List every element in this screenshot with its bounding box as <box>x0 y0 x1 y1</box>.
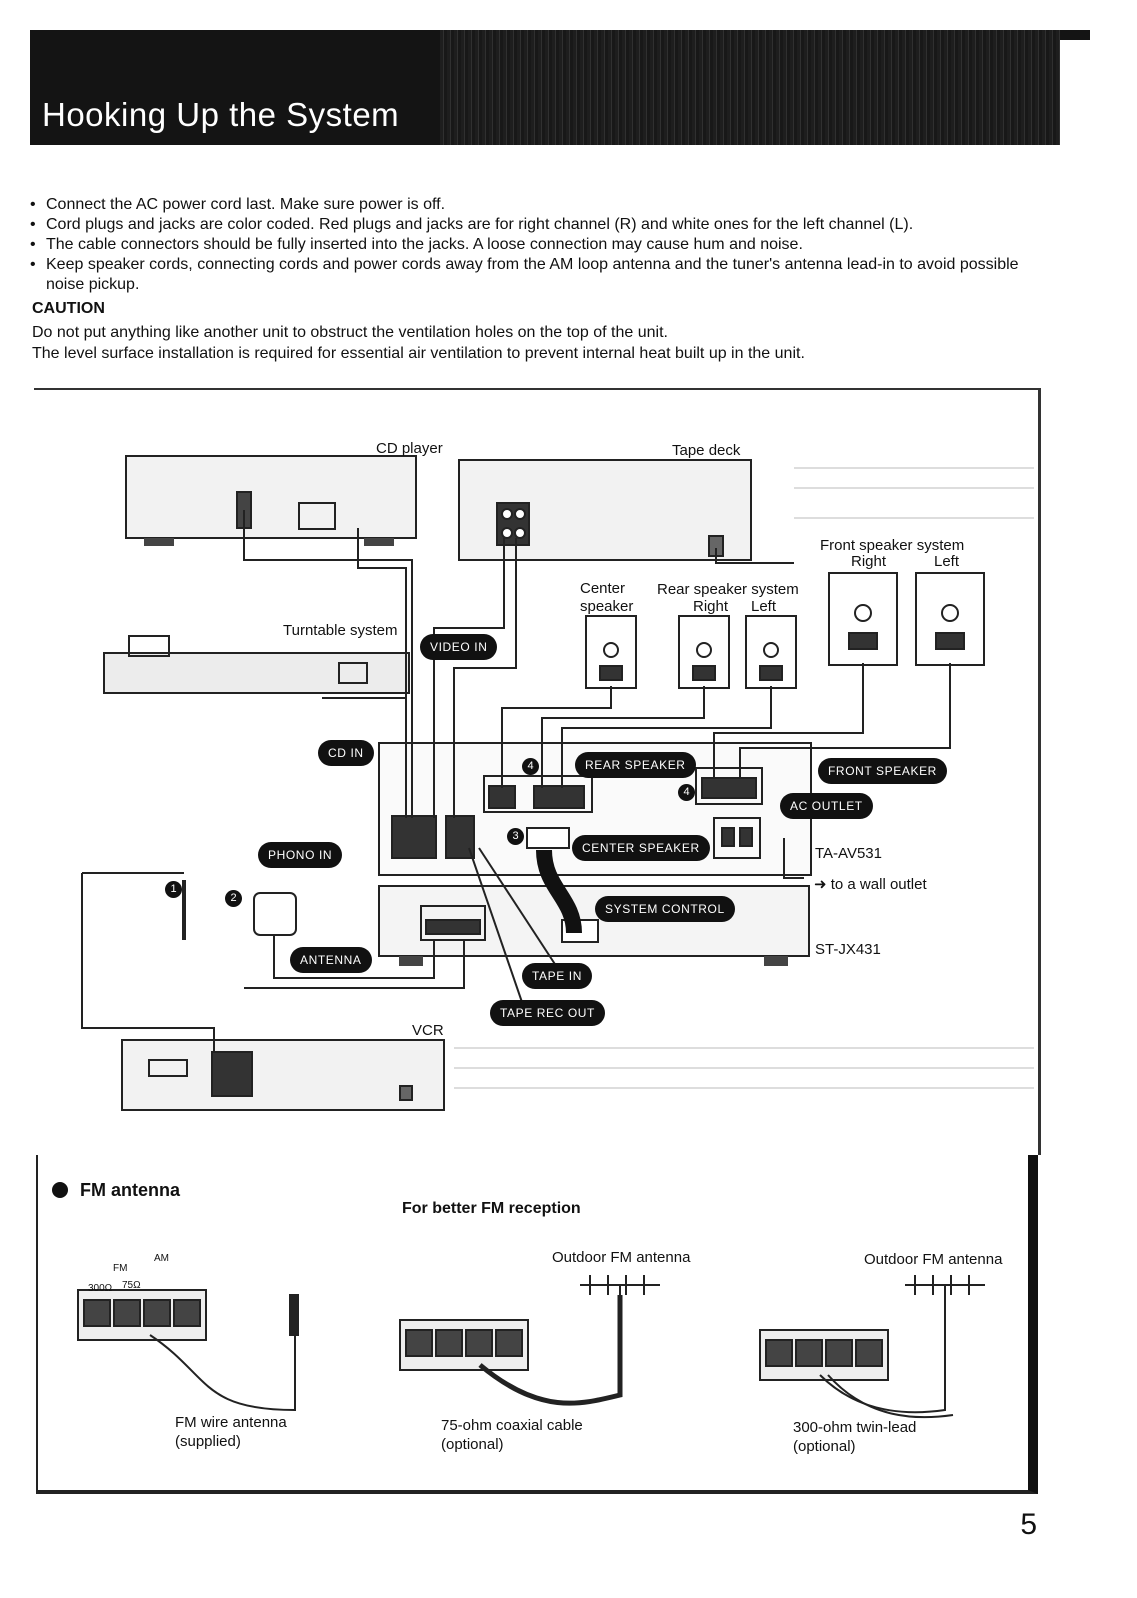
step-marker: 4 <box>522 758 539 775</box>
turntable-illustration <box>103 635 410 694</box>
tape-deck-label: Tape deck <box>672 442 741 459</box>
note-item: Keep speaker cords, connecting cords and… <box>30 255 1056 295</box>
connection-diagram <box>81 455 1034 1111</box>
front-speaker-left-illustration <box>915 572 985 666</box>
note-item: Connect the AC power cord last. Make sur… <box>30 195 1090 215</box>
step-marker: 4 <box>678 784 695 801</box>
diagram-texture <box>454 467 1034 1089</box>
outdoor-antenna-label: Outdoor FM antenna <box>552 1249 691 1266</box>
tuner-model-label: ST-JX431 <box>815 941 881 958</box>
label-front-speaker: FRONT SPEAKER <box>818 758 947 784</box>
tape-deck-illustration <box>458 459 752 561</box>
front-right-label: Right <box>851 553 887 570</box>
note-item: The cable connectors should be fully ins… <box>30 235 1090 255</box>
label-cd-in: CD IN <box>318 740 374 766</box>
rear-speaker-left-illustration <box>745 615 797 689</box>
antenna-terminal-block-icon <box>399 1275 660 1406</box>
page-header: Hooking Up the System <box>30 30 1060 145</box>
page-number: 5 <box>1020 1508 1037 1541</box>
vcr-illustration <box>121 1039 445 1111</box>
antenna-terminal-block-icon <box>77 1289 299 1412</box>
note-item: Cord plugs and jacks are color coded. Re… <box>30 215 1090 235</box>
tuner-illustration <box>378 885 810 966</box>
turntable-label: Turntable system <box>283 622 398 639</box>
fm-reception-subheading: For better FM reception <box>402 1200 581 1217</box>
ohm75-terminal-label: 75Ω <box>122 1280 141 1291</box>
label-antenna: ANTENNA <box>290 947 372 973</box>
caution-line: Do not put anything like another unit to… <box>32 324 668 341</box>
notes-list: Connect the AC power cord last. Make sur… <box>30 195 1090 295</box>
step-marker: 2 <box>225 890 242 907</box>
fm-antenna-illustrations <box>77 1275 985 1419</box>
cd-player-label: CD player <box>376 440 443 457</box>
antenna-caption: 75-ohm coaxial cable(optional) <box>441 1417 583 1453</box>
header-texture <box>440 30 1060 145</box>
wall-outlet-label: ➜ to a wall outlet <box>814 876 927 893</box>
cd-player-illustration <box>125 455 417 546</box>
amplifier-model-label: TA-AV531 <box>815 845 882 862</box>
label-system-control: SYSTEM CONTROL <box>595 896 735 922</box>
antenna-caption: 300-ohm twin-lead(optional) <box>793 1419 917 1455</box>
rear-speaker-system-label: Rear speaker system <box>657 581 799 598</box>
page-title: Hooking Up the System <box>42 96 400 133</box>
arrow-right-icon: ➜ <box>814 876 831 893</box>
outdoor-antenna-label: Outdoor FM antenna <box>864 1251 1003 1268</box>
vcr-label: VCR <box>412 1022 444 1039</box>
label-center-speaker: CENTER SPEAKER <box>572 835 710 861</box>
system-control-cable <box>536 849 582 934</box>
caution-text: Do not put anything like another unit to… <box>32 322 805 364</box>
rear-speaker-right-illustration <box>678 615 730 689</box>
fm-antenna-heading: FM antenna <box>52 1180 180 1201</box>
label-tape-in: TAPE IN <box>522 963 592 989</box>
label-video-in: VIDEO IN <box>420 634 498 660</box>
label-phono-in: PHONO IN <box>258 842 343 868</box>
antenna-terminal-block-icon <box>759 1275 985 1419</box>
caution-heading: CAUTION <box>32 300 105 317</box>
step-marker: 1 <box>165 881 182 898</box>
connection-cables <box>81 510 951 1052</box>
am-loop-antenna-illustration <box>182 880 297 940</box>
center-speaker-label: Center speaker <box>580 580 634 615</box>
label-ac-outlet: AC OUTLET <box>780 793 873 819</box>
ohm300-terminal-label: 300Ω <box>88 1283 113 1294</box>
antenna-caption: FM wire antenna(supplied) <box>175 1414 287 1450</box>
diagram-frame <box>34 388 1041 1155</box>
step-marker: 3 <box>507 828 524 845</box>
fm-antenna-panel <box>36 1155 1038 1494</box>
center-speaker-illustration <box>585 615 637 689</box>
fm-terminal-label: FM <box>113 1263 128 1274</box>
front-speaker-system-label: Front speaker system <box>820 537 965 554</box>
rear-left-label: Left <box>751 598 777 615</box>
caution-line: The level surface installation is requir… <box>32 345 805 362</box>
am-terminal-label: AM <box>154 1253 169 1264</box>
front-speaker-right-illustration <box>828 572 898 666</box>
bullet-icon <box>52 1182 68 1198</box>
label-tape-rec-out: TAPE REC OUT <box>490 1000 605 1026</box>
header-rule <box>1060 30 1090 40</box>
label-rear-speaker: REAR SPEAKER <box>575 752 696 778</box>
front-left-label: Left <box>934 553 960 570</box>
rear-right-label: Right <box>693 598 729 615</box>
